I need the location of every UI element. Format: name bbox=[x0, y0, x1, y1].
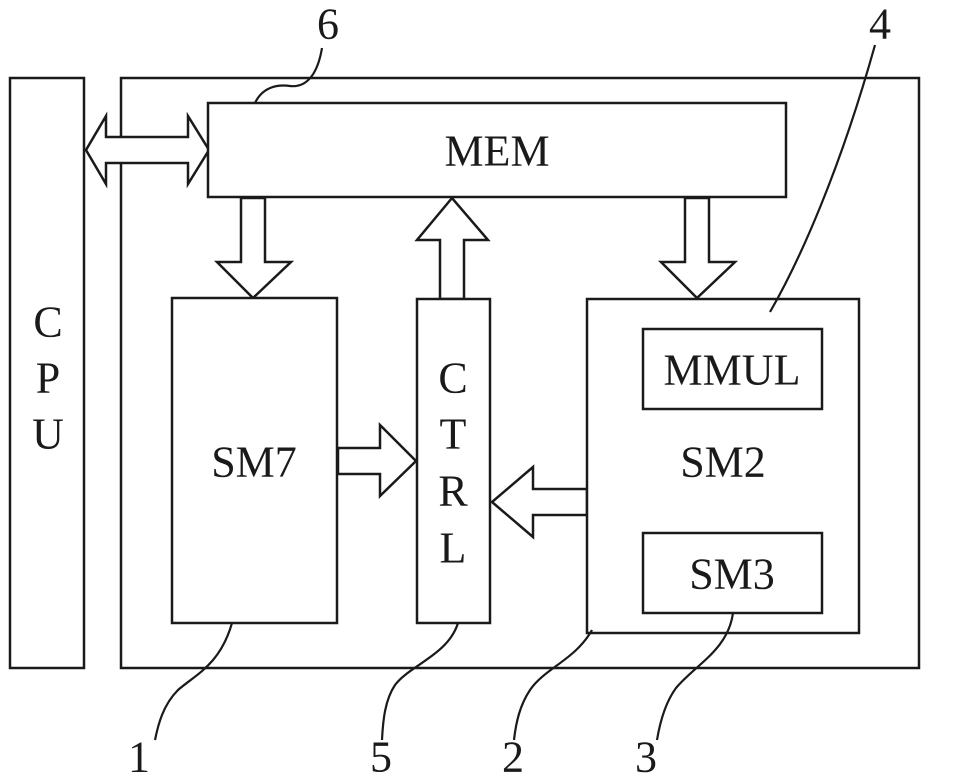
ctrl-to-mem-arrow bbox=[414, 196, 491, 301]
ref-numeral-3: 3 bbox=[635, 733, 657, 780]
ctrl-label-t: T bbox=[440, 410, 467, 459]
ref-numeral-6: 6 bbox=[317, 0, 339, 49]
sm3-label: SM3 bbox=[689, 550, 775, 599]
leader-line-3 bbox=[655, 612, 735, 741]
mmul-label: MMUL bbox=[664, 346, 801, 395]
ref-numeral-4: 4 bbox=[869, 0, 891, 49]
ctrl-label-l: L bbox=[440, 524, 467, 573]
leader-line-2 bbox=[512, 629, 593, 741]
ctrl-label-c: C bbox=[438, 354, 467, 403]
ctrl-label-r: R bbox=[438, 467, 468, 516]
mem-to-sm2-arrow bbox=[657, 196, 739, 300]
ctrl-block bbox=[415, 297, 492, 625]
sm7-label: SM7 bbox=[211, 438, 297, 487]
ref-numeral-1: 1 bbox=[128, 733, 150, 780]
cpu-block bbox=[8, 76, 86, 670]
sm7-block bbox=[170, 296, 339, 625]
mmul-block bbox=[641, 327, 824, 411]
sm2-label: SM2 bbox=[680, 438, 766, 487]
mem-to-sm7-arrow bbox=[213, 196, 295, 300]
leader-line-5 bbox=[380, 622, 460, 741]
ref-numeral-2: 2 bbox=[502, 733, 524, 780]
sm3-block bbox=[641, 531, 824, 615]
sm7-to-ctrl-arrow bbox=[336, 421, 418, 499]
leader-line-1 bbox=[153, 622, 234, 741]
cpu-label-c: C bbox=[33, 298, 62, 347]
mem-block bbox=[206, 101, 788, 199]
sm2-to-ctrl-arrow bbox=[490, 464, 589, 540]
leader-line-6 bbox=[254, 47, 324, 104]
leader-line-4 bbox=[769, 44, 877, 313]
ref-numeral-5: 5 bbox=[370, 733, 392, 780]
cpu-label-u: U bbox=[32, 410, 64, 459]
mem-label: MEM bbox=[444, 127, 549, 176]
cpu-label-p: P bbox=[36, 354, 60, 403]
